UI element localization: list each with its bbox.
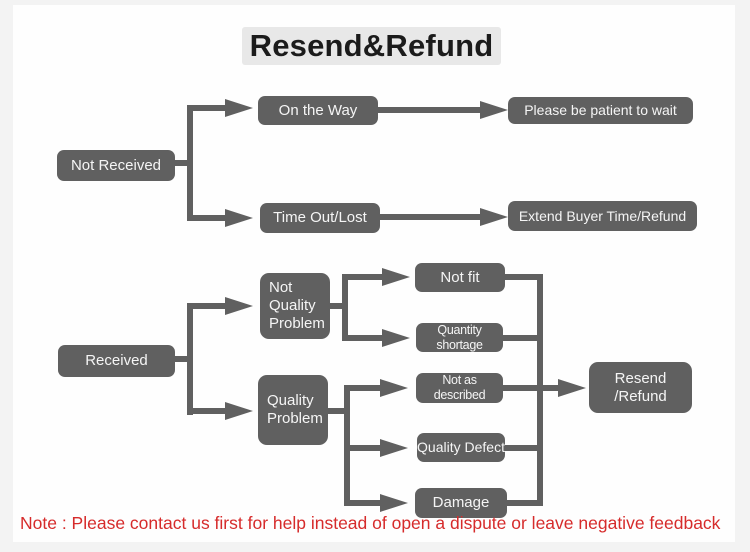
node-not-fit: Not fit [415, 263, 505, 292]
flowchart-canvas [13, 5, 735, 542]
connector-branch-nqp [187, 303, 225, 309]
connector-not-received-split [187, 105, 193, 221]
node-extend-refund: Extend Buyer Time/Refund [508, 201, 697, 231]
title-highlight: Resend&Refund [242, 27, 501, 65]
arrow-to-on-the-way [225, 99, 253, 117]
arrow-to-not-fit [382, 268, 410, 286]
arrow-to-quantity-shortage [382, 329, 410, 347]
connector-nqp-stub [330, 303, 348, 309]
arrow-to-damage [380, 494, 408, 512]
node-not-as-described: Not as described [416, 373, 503, 403]
connector-qp-stub [328, 408, 347, 414]
connector-not-received-stub [175, 160, 193, 166]
connector-nqp-split [342, 274, 348, 340]
connector-collector-exit [543, 385, 558, 391]
node-received: Received [58, 345, 175, 377]
footer-note: Note : Please contact us first for help … [20, 513, 721, 533]
arrow-to-not-as-described [380, 379, 408, 397]
connector-damage-out [507, 500, 541, 506]
connector-branch-not-fit [342, 274, 382, 280]
node-quantity-shortage: Quantity shortage [416, 323, 503, 352]
connector-quantity-shortage-out [503, 335, 541, 341]
connector-branch-qp [187, 408, 225, 414]
connector-on-the-way-out [378, 107, 480, 113]
connector-branch-time-out [187, 215, 225, 221]
node-not-quality-problem: Not Quality Problem [260, 273, 330, 339]
connector-time-out-out [380, 214, 480, 220]
connector-collector [537, 274, 543, 506]
arrow-to-be-patient [480, 101, 508, 119]
arrow-to-not-quality-problem [225, 297, 253, 315]
node-on-the-way: On the Way [258, 96, 378, 125]
page-title: Resend&Refund [249, 28, 494, 63]
connector-branch-not-as-described [344, 385, 380, 391]
node-damage: Damage [415, 488, 507, 518]
arrow-to-time-out [225, 209, 253, 227]
node-time-out-lost: Time Out/Lost [260, 203, 380, 233]
connector-branch-damage [344, 500, 380, 506]
node-quality-defect: Quality Defect [417, 433, 505, 462]
arrow-to-extend-refund [480, 208, 508, 226]
connector-not-fit-out [505, 274, 541, 280]
node-not-received: Not Received [57, 150, 175, 181]
node-resend-refund: Resend /Refund [589, 362, 692, 413]
connector-received-split [187, 303, 193, 415]
connector-quality-defect-out [505, 445, 541, 451]
node-be-patient: Please be patient to wait [508, 97, 693, 124]
arrow-to-quality-defect [380, 439, 408, 457]
arrow-to-resend-refund [558, 379, 586, 397]
connector-branch-on-the-way [187, 105, 225, 111]
connector-branch-quantity-shortage [342, 335, 382, 341]
arrow-to-quality-problem [225, 402, 253, 420]
connector-branch-quality-defect [344, 445, 380, 451]
connector-not-as-described-out [503, 385, 541, 391]
connector-received-stub [175, 356, 193, 362]
node-quality-problem: Quality Problem [258, 375, 328, 445]
